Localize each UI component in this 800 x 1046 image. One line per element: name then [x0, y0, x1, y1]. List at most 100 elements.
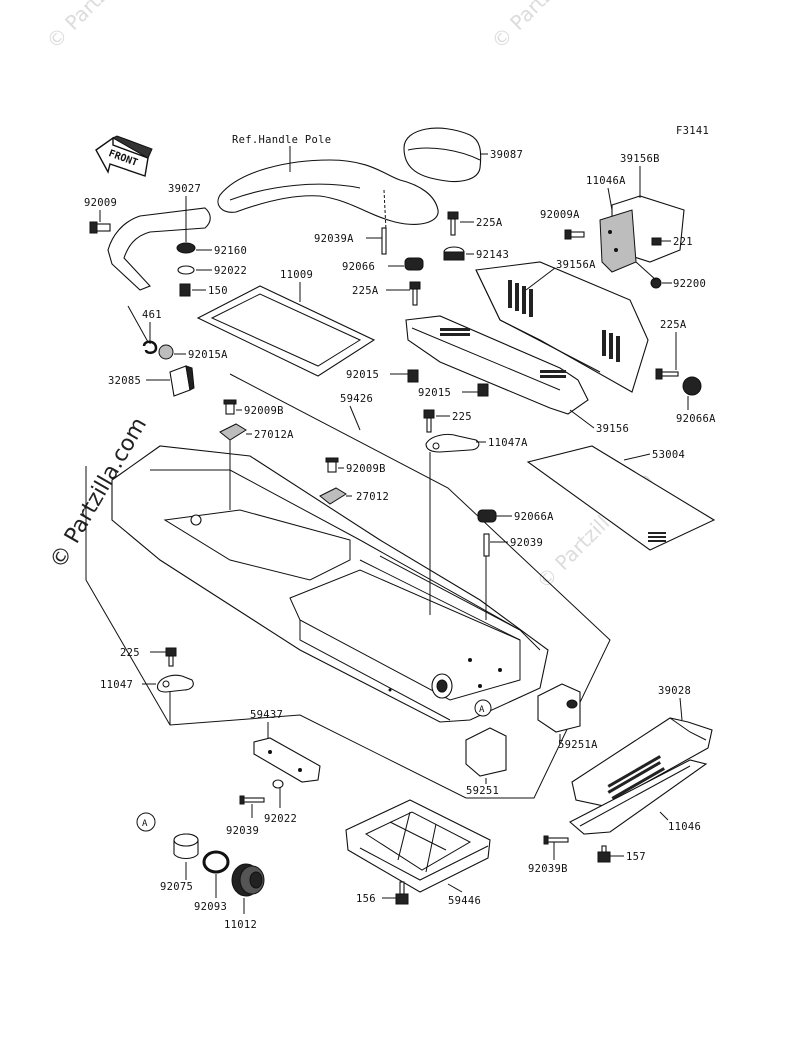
grommet-92160-icon: [176, 242, 196, 254]
ring-92093-icon: [202, 850, 230, 874]
grommet-92143-icon: [443, 246, 465, 261]
ref-handle-pole-label: Ref.Handle Pole: [232, 134, 331, 146]
part-27012: 27012: [356, 491, 389, 503]
bolt-156-icon: [395, 881, 409, 905]
part-150: 150: [208, 285, 228, 297]
part-225-bottom: 225: [120, 647, 140, 659]
ref-circle-A-bottom: A: [136, 812, 156, 832]
screw-221-icon: [651, 237, 662, 246]
hull-outline-frame: [85, 373, 611, 799]
part-92066: 92066: [342, 261, 375, 273]
washer-92022-top-icon: [177, 265, 195, 275]
ref-circle-A-bottom-text: A: [142, 819, 148, 829]
bracket-39156B-drawing: [599, 195, 685, 273]
spout-11012-icon: [231, 863, 265, 897]
screw-92009B-mid-icon: [325, 457, 339, 473]
part-27012A: 27012A: [254, 429, 294, 441]
part-92066A-right: 92066A: [676, 413, 716, 425]
clip-461-icon: [142, 340, 158, 354]
ref-circle-A-hull: A: [474, 699, 492, 717]
cap-92066-icon: [404, 257, 424, 271]
part-92075: 92075: [160, 881, 193, 893]
cap-92066A-right-icon: [682, 376, 702, 396]
bolt-225A-mid-icon: [409, 281, 421, 306]
handle-pole-drawing: [217, 159, 439, 231]
nut-92015A-icon: [158, 344, 174, 360]
bolt-225-bottom-icon: [165, 647, 177, 667]
part-39027: 39027: [168, 183, 201, 195]
part-59251A: 59251A: [558, 739, 598, 751]
screw-92009A-icon: [564, 229, 585, 240]
part-92009: 92009: [84, 197, 117, 209]
bolt-225A-top-icon: [447, 211, 459, 236]
part-225A-right: 225A: [660, 319, 687, 331]
part-59446: 59446: [448, 895, 481, 907]
part-221: 221: [673, 236, 693, 248]
hull-59426-drawing: [111, 445, 549, 723]
part-92015-left: 92015: [346, 369, 379, 381]
guard-59251A-drawing: [537, 683, 581, 733]
part-39087: 39087: [490, 149, 523, 161]
stud-92039-top-icon: [483, 533, 490, 557]
nut-92015-left-icon: [407, 369, 419, 383]
part-11047A: 11047A: [488, 437, 528, 449]
washer-92022-bottom-icon: [272, 779, 284, 789]
part-92066A-left: 92066A: [514, 511, 554, 523]
guard-59251-drawing: [465, 727, 507, 777]
part-32085: 32085: [108, 375, 141, 387]
part-39028: 39028: [658, 685, 691, 697]
part-92160: 92160: [214, 245, 247, 257]
stud-92039B-icon: [543, 835, 569, 845]
clamp-11047-icon: [156, 674, 194, 693]
part-92093: 92093: [194, 901, 227, 913]
cap-32085-icon: [169, 365, 195, 397]
part-92015-right: 92015: [418, 387, 451, 399]
part-39156: 39156: [596, 423, 629, 435]
nut-92200-icon: [650, 277, 662, 289]
stud-92039-bottom-icon: [239, 795, 265, 805]
part-157: 157: [626, 851, 646, 863]
stud-92039A-icon: [381, 227, 387, 255]
part-39156B: 39156B: [620, 153, 660, 165]
part-92009B-mid: 92009B: [346, 463, 386, 475]
part-92009A: 92009A: [540, 209, 580, 221]
part-11046A: 11046A: [586, 175, 626, 187]
part-11012: 11012: [224, 919, 257, 931]
watermark-top-right: © Partzilla.com: [487, 0, 613, 54]
part-39156A: 39156A: [556, 259, 596, 271]
part-92015A: 92015A: [188, 349, 228, 361]
part-92039B: 92039B: [528, 863, 568, 875]
bolt-225-top-icon: [423, 409, 435, 433]
screw-92009B-top-icon: [223, 399, 237, 415]
part-92143: 92143: [476, 249, 509, 261]
part-461: 461: [142, 309, 162, 321]
figure-code: F3141: [676, 125, 709, 137]
side-cover-39156-drawing: [405, 315, 589, 415]
cap-92066A-left-icon: [477, 509, 497, 523]
part-92022-top: 92022: [214, 265, 247, 277]
ref-circle-A-hull-text: A: [479, 705, 485, 715]
nut-92015-right-icon: [477, 383, 489, 397]
nut-157-icon: [597, 845, 611, 863]
part-92022-bottom: 92022: [264, 813, 297, 825]
pad-39087-drawing: [403, 127, 482, 183]
part-11009: 11009: [280, 269, 313, 281]
part-11046: 11046: [668, 821, 701, 833]
part-225A-mid: 225A: [352, 285, 379, 297]
part-59437: 59437: [250, 709, 283, 721]
part-92039-top: 92039: [510, 537, 543, 549]
watermark-top-left: © Partzilla.com: [42, 0, 168, 54]
part-156: 156: [356, 893, 376, 905]
gasket-11009-drawing: [196, 285, 376, 377]
nut-150-icon: [179, 283, 191, 297]
part-225A-top: 225A: [476, 217, 503, 229]
part-11047: 11047: [100, 679, 133, 691]
plate-27012-icon: [319, 487, 347, 505]
gasket-11046-drawing: [569, 759, 708, 835]
screw-92009-icon: [89, 221, 111, 234]
plate-27012A-icon: [219, 423, 247, 441]
front-arrow-icon: FRONT: [95, 135, 153, 177]
bolt-225A-right-icon: [655, 368, 679, 380]
part-92200: 92200: [673, 278, 706, 290]
